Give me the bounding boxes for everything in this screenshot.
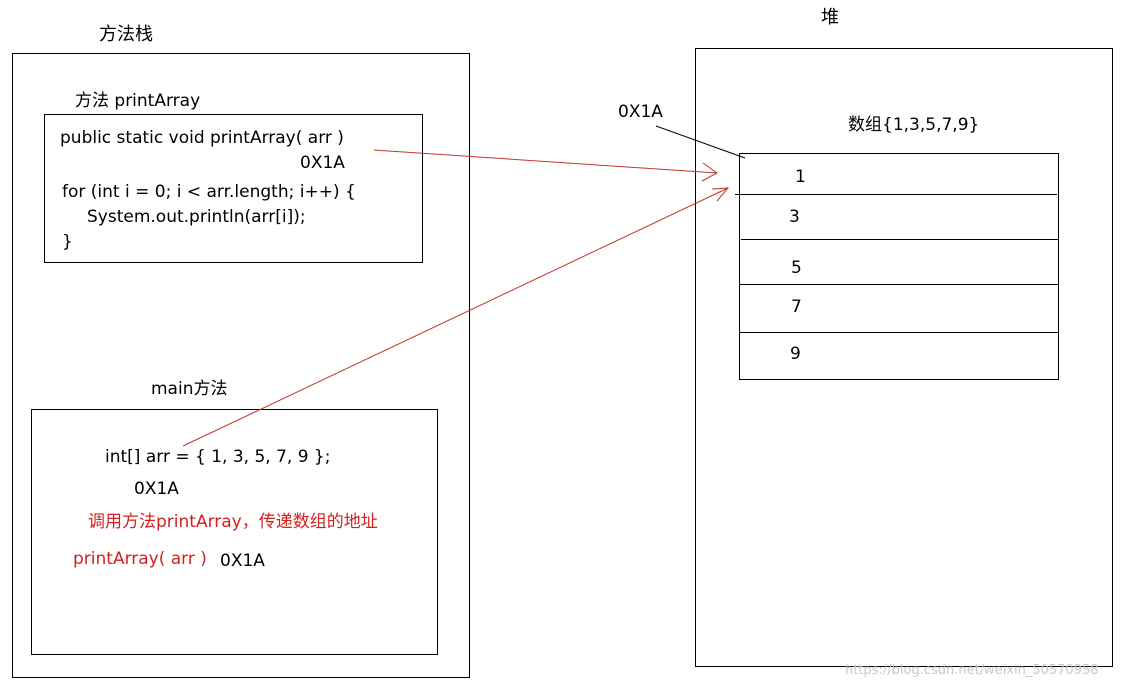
watermark: https://blog.csdn.net/weixin_50570958 <box>845 663 1099 678</box>
main-method-address: 0X1A <box>134 479 179 499</box>
main-method-title: main方法 <box>151 379 228 399</box>
heap-frame <box>695 48 1113 667</box>
array-row-divider <box>739 332 1058 333</box>
main-method-call-note: 调用方法printArray，传递数组的地址 <box>88 512 378 532</box>
heap-address: 0X1A <box>618 102 663 122</box>
main-method-frame <box>31 409 438 655</box>
array-element: 9 <box>790 344 801 364</box>
stack-frame <box>12 53 470 678</box>
print-method-loop: for (int i = 0; i < arr.length; i++) { <box>62 182 356 202</box>
main-reference-arrow <box>182 187 729 447</box>
heap-array <box>739 153 1059 380</box>
print-method-close-brace: } <box>62 232 73 252</box>
print-method-title: 方法 printArray <box>75 91 201 111</box>
param-reference-arrow <box>373 149 718 174</box>
array-element: 1 <box>795 167 806 187</box>
param-arrowhead <box>701 162 718 182</box>
main-method-call-address: 0X1A <box>220 551 265 571</box>
array-element: 3 <box>789 207 800 227</box>
array-element: 5 <box>791 258 802 278</box>
array-row-divider <box>739 284 1058 285</box>
stack-title: 方法栈 <box>99 24 153 45</box>
print-method-address: 0X1A <box>300 153 345 173</box>
heap-address-pointer <box>655 125 746 159</box>
heap-title: 堆 <box>821 7 839 28</box>
print-method-frame <box>44 114 423 263</box>
main-method-declaration: int[] arr = { 1, 3, 5, 7, 9 }; <box>105 447 331 467</box>
print-method-print-line: System.out.println(arr[i]); <box>87 207 306 227</box>
array-row-divider <box>735 194 1057 195</box>
array-element: 7 <box>791 297 802 317</box>
print-method-signature: public static void printArray( arr ) <box>60 128 344 148</box>
array-row-divider <box>741 239 1058 240</box>
main-arrowhead <box>711 187 730 202</box>
main-method-call-code: printArray( arr ) <box>73 549 207 569</box>
heap-array-label: 数组{1,3,5,7,9} <box>848 115 980 135</box>
